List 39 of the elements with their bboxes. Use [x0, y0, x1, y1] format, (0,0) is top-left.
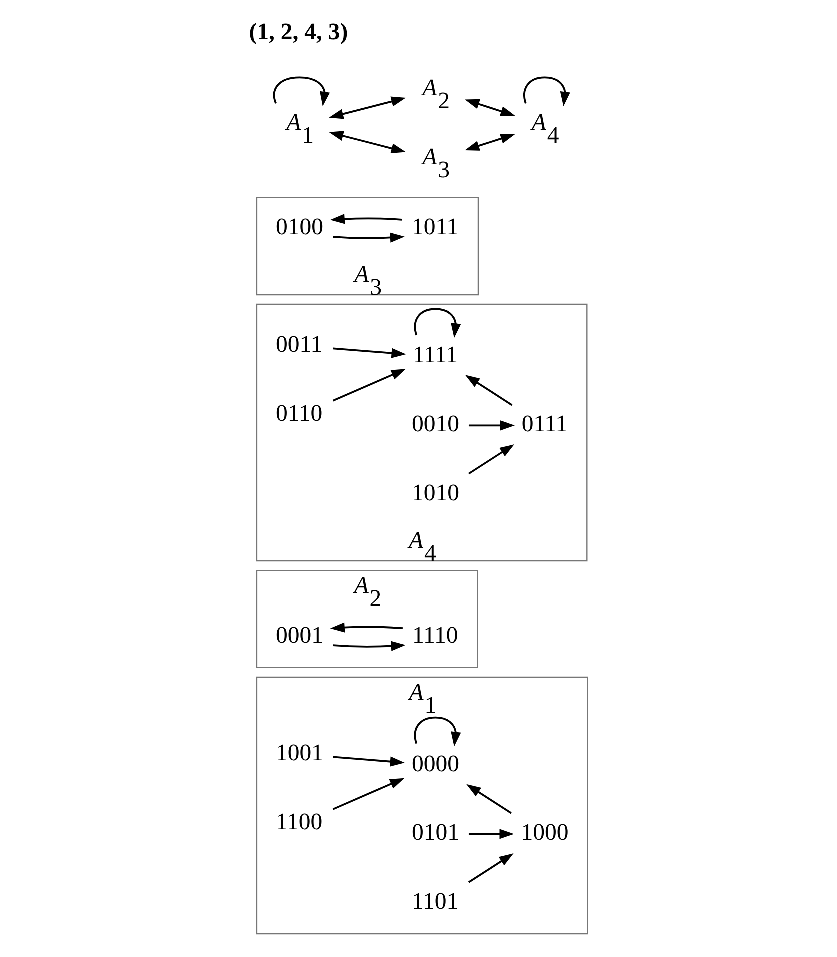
arrow [414, 716, 462, 747]
arrow [465, 99, 516, 116]
arrow [414, 308, 462, 338]
arrow [468, 420, 515, 431]
arrow [329, 96, 406, 120]
node-text: 1100 [276, 809, 323, 836]
node-text: 0110 [276, 400, 323, 427]
arrow [465, 134, 516, 151]
arrow [468, 854, 514, 884]
node-text: 1000 [521, 820, 569, 846]
label: (1, 2, 4, 3) [249, 20, 348, 46]
node-text: 0000 [412, 751, 460, 778]
arrow [333, 232, 405, 243]
node-text: 1001 [276, 740, 324, 767]
node-text: 0111 [522, 412, 568, 438]
arrow [333, 641, 406, 652]
arrow [468, 829, 514, 840]
arrow [329, 131, 406, 154]
arrow [524, 76, 570, 107]
arrow [332, 778, 405, 810]
arrow [468, 444, 515, 475]
node-text: 1111 [413, 342, 458, 369]
node-text: 1101 [412, 889, 459, 916]
arrow [273, 76, 330, 106]
node-text: 0100 [276, 214, 324, 240]
node-text: 1010 [412, 480, 460, 506]
arrow [465, 375, 513, 406]
node-text: 0001 [276, 622, 324, 649]
arrow [330, 214, 402, 224]
arrow [332, 369, 406, 402]
node-text: 0011 [276, 332, 323, 358]
node-text: 0010 [412, 412, 460, 438]
node-text: 0101 [412, 820, 460, 846]
arrow [333, 348, 406, 358]
arrow [333, 756, 405, 767]
arrow [330, 622, 404, 633]
node-text: 1110 [412, 622, 458, 649]
arrow [466, 784, 512, 814]
node-text: 1011 [412, 214, 459, 240]
